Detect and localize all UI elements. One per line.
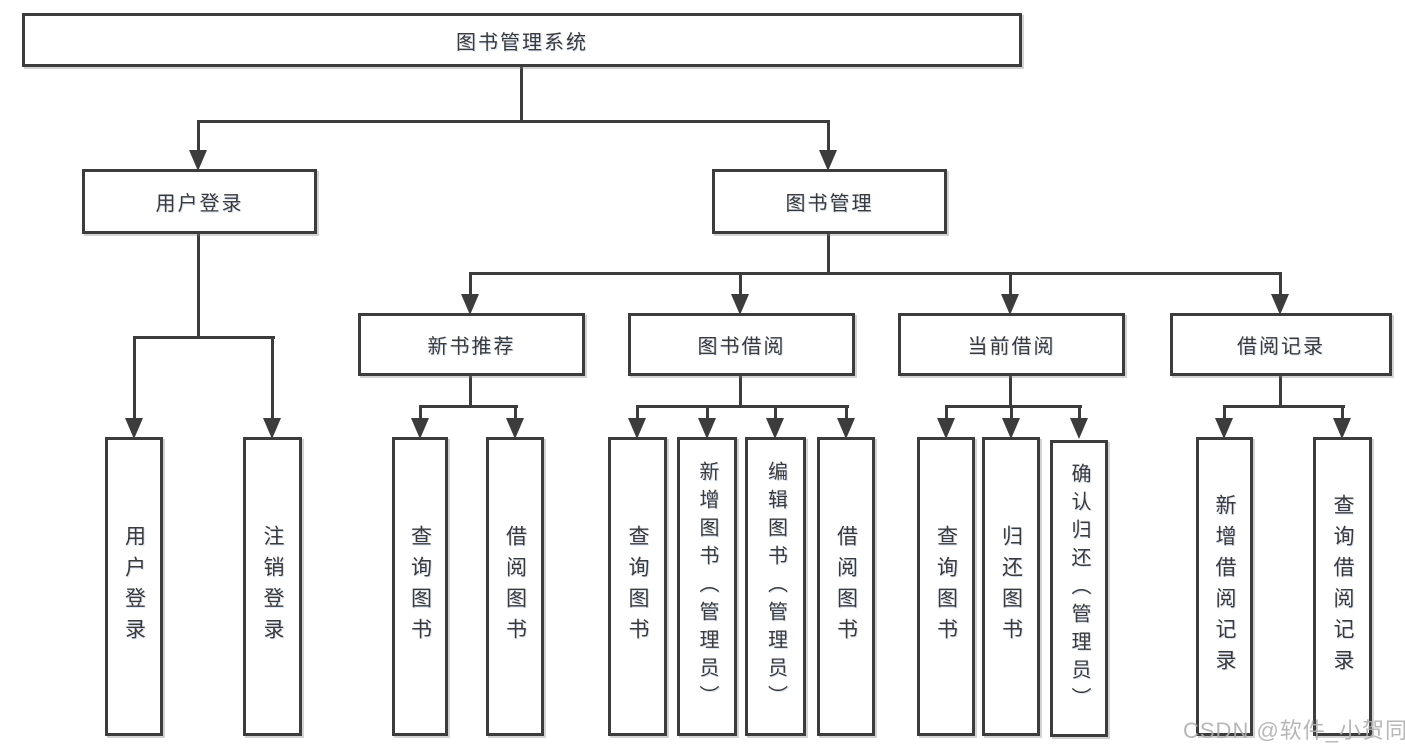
connector-line (419, 405, 518, 408)
node-label: 编辑图书（管理员） (764, 460, 787, 713)
csdn-watermark: CSDN @软件_小贺同学 (1183, 718, 1405, 743)
connector-line (197, 234, 200, 339)
connector-line (133, 336, 275, 339)
connector-line (469, 272, 472, 297)
connector-line (739, 376, 742, 408)
node-label: 图书管理 (785, 193, 874, 215)
node-label: 归还图书 (999, 524, 1023, 649)
node-label: 用户登录 (155, 193, 244, 215)
connector-line (1279, 376, 1282, 408)
connector-line (774, 405, 777, 421)
connector-line (197, 120, 830, 123)
node-label: 图书管理系统 (456, 31, 588, 54)
connector-line (827, 234, 830, 275)
connector-arrow (628, 418, 646, 439)
node-borrowing-records: 借阅记录 (1170, 313, 1392, 376)
connector-arrow (1271, 294, 1289, 315)
connector-line (514, 405, 517, 421)
node-label: 用户登录 (122, 524, 146, 649)
node-borrow-books-borrowing: 借阅图书 (817, 437, 875, 736)
connector-arrow (698, 418, 716, 439)
node-new-book-recommend: 新书推荐 (358, 313, 585, 376)
connector-line (419, 405, 422, 421)
connector-line (197, 120, 200, 153)
connector-arrow (461, 294, 479, 315)
connector-arrow (731, 294, 749, 315)
node-confirm-return-admin: 确认归还（管理员） (1050, 440, 1108, 737)
connector-arrow (125, 418, 143, 439)
connector-arrow (263, 418, 281, 439)
node-return-books: 归还图书 (982, 437, 1040, 736)
connector-arrow (506, 418, 524, 439)
node-query-books-current: 查询图书 (917, 437, 975, 736)
connector-arrow (819, 150, 837, 171)
node-user-login-leaf: 用户登录 (105, 437, 163, 736)
node-label: 注销登录 (261, 524, 284, 649)
connector-line (1078, 405, 1081, 421)
connector-arrow (937, 418, 955, 439)
connector-line (520, 67, 523, 123)
connector-line (739, 272, 742, 297)
node-label: 图书借阅 (697, 336, 786, 358)
connector-line (827, 120, 830, 153)
node-borrow-books-recommend: 借阅图书 (486, 437, 544, 736)
connector-arrow (1002, 418, 1020, 439)
connector-line (1279, 272, 1282, 297)
connector-line (945, 405, 948, 421)
node-label: 查询借阅记录 (1331, 493, 1354, 680)
connector-arrow (837, 418, 855, 439)
node-label: 借阅记录 (1237, 336, 1325, 358)
connector-arrow (1001, 294, 1019, 315)
connector-arrow (411, 418, 429, 439)
node-label: 确认归还（管理员） (1068, 462, 1090, 715)
connector-arrow (1333, 418, 1351, 439)
node-edit-books-admin: 编辑图书（管理员） (745, 437, 806, 736)
node-label: 当前借阅 (967, 336, 1056, 358)
connector-line (1010, 405, 1013, 421)
connector-line (271, 336, 274, 421)
connector-arrow (766, 418, 784, 439)
connector-line (706, 405, 709, 421)
node-book-management: 图书管理 (712, 169, 947, 234)
node-label: 新增借阅记录 (1213, 493, 1236, 680)
node-label: 查询图书 (934, 524, 958, 649)
node-book-borrowing: 图书借阅 (628, 313, 855, 376)
connector-line (469, 376, 472, 408)
connector-line (636, 405, 849, 408)
connector-line (133, 336, 136, 421)
node-query-books-recommend: 查询图书 (392, 437, 448, 736)
connector-line (1341, 405, 1344, 421)
node-current-borrowing: 当前借阅 (898, 313, 1125, 376)
node-label: 查询图书 (408, 524, 432, 649)
node-label: 借阅图书 (834, 524, 858, 649)
node-library-management-system: 图书管理系统 (22, 13, 1022, 67)
connector-line (1009, 376, 1012, 408)
node-add-borrow-record: 新增借阅记录 (1196, 437, 1253, 736)
connector-line (1009, 272, 1012, 297)
connector-arrow (1215, 418, 1233, 439)
node-label: 查询图书 (626, 524, 649, 649)
node-label: 新增图书（管理员） (696, 460, 718, 713)
connector-line (1223, 405, 1226, 421)
node-add-books-admin: 新增图书（管理员） (677, 437, 737, 736)
connector-line (945, 405, 1082, 408)
node-label: 借阅图书 (503, 524, 527, 649)
node-logout: 注销登录 (243, 437, 302, 736)
connector-arrow (1070, 418, 1088, 439)
node-label: 新书推荐 (427, 336, 516, 358)
connector-line (1223, 405, 1345, 408)
node-query-borrow-record: 查询借阅记录 (1313, 437, 1372, 736)
connector-line (469, 272, 1282, 275)
connector-line (636, 405, 639, 421)
connector-line (845, 405, 848, 421)
connector-arrow (189, 150, 207, 171)
node-user-login: 用户登录 (82, 169, 317, 234)
node-query-books-borrowing: 查询图书 (608, 437, 667, 736)
